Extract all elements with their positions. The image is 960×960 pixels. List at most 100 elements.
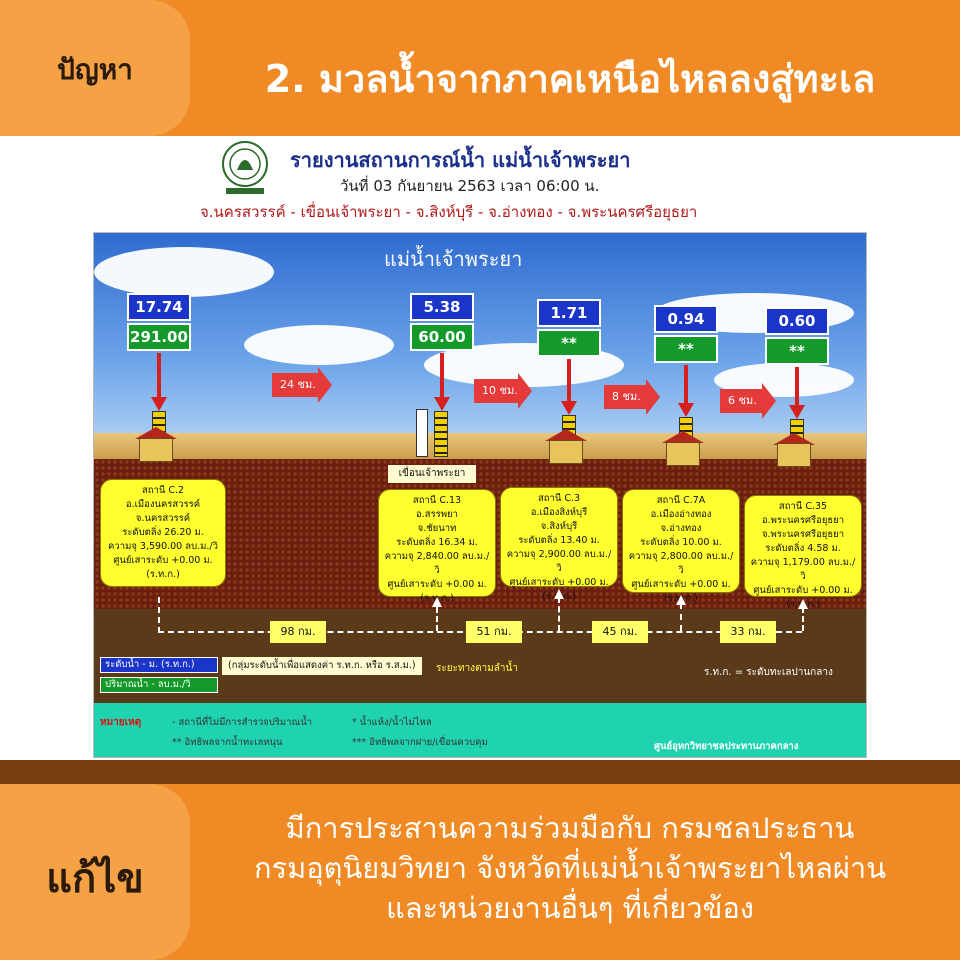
indicator-arrow (151, 397, 167, 411)
header-label: ปัญหา (57, 53, 133, 86)
station-name: สถานี C.2 (141, 485, 185, 496)
separator-band (0, 760, 960, 784)
sand-layer (94, 433, 866, 461)
station-district: อ.สรรพยา (416, 509, 458, 520)
travel-time-arrow: 8 ชม. (604, 379, 660, 415)
station-name: สถานี C.3 (537, 493, 581, 504)
station-capacity: ความจุ 3,590.00 ลบ.ม./วิ (108, 541, 218, 552)
remark-item: *** อิทธิพลจากฝาย/เขื่อนควบคุม (352, 737, 488, 748)
gauge-house (777, 443, 811, 467)
station-capacity: ความจุ 2,900.00 ลบ.ม./วิ (506, 549, 612, 574)
station-bank-level: ระดับตลิ่ง 26.20 ม. (122, 527, 204, 538)
station-province: จ.นครสวรรค์ (135, 513, 191, 524)
station-name: สถานี C.35 (778, 501, 828, 512)
station-flow-box: ** (537, 329, 601, 357)
up-arrow-icon (798, 599, 808, 609)
dam-icon (416, 409, 428, 457)
footer-text: มีการประสานความร่วมมือกับ กรมชลประธาน กร… (200, 808, 940, 928)
travel-time-arrow: 24 ชม. (272, 367, 332, 403)
station-card: สถานี C.7A อ.เมืองอ่างทอง จ.อ่างทอง ระดั… (622, 489, 740, 604)
station-level-box: 0.60 (765, 307, 829, 335)
distance-label: 33 กม. (720, 621, 776, 643)
house-roof (773, 433, 815, 445)
house-roof (662, 431, 704, 443)
distance-path (158, 597, 160, 633)
indicator-line (157, 353, 161, 399)
footer-line: กรมอุตุนิยมวิทยา จังหวัดที่แม่น้ำเจ้าพระ… (253, 851, 887, 885)
house-roof (135, 427, 177, 439)
station-capacity: ความจุ 1,179.00 ลบ.ม./วิ (750, 557, 856, 582)
rid-seal-icon (222, 141, 268, 194)
indicator-arrow (789, 405, 805, 419)
up-arrow-icon (554, 589, 564, 599)
water-gauge (434, 411, 448, 457)
distance-path (802, 607, 804, 631)
station-level-box: 0.94 (654, 305, 718, 333)
station-province: จ.อ่างทอง (660, 523, 702, 534)
indicator-line (684, 365, 688, 405)
station-zero-datum: ศูนย์เสาระดับ +0.00 ม.(ร.ท.ก.) (113, 555, 213, 580)
station-bank-level: ระดับตลิ่ง 13.40 ม. (518, 535, 600, 546)
travel-time-arrow: 10 ชม. (474, 373, 532, 409)
station-flow-box: ** (654, 335, 718, 363)
station-capacity: ความจุ 2,800.00 ลบ.ม./วิ (628, 551, 734, 576)
remark-item: ** อิทธิพลจากน้ำทะเลหนุน (172, 737, 283, 748)
remark-item: - สถานีที่ไม่มีการสำรวจปริมาณน้ำ (172, 717, 313, 728)
header-title: 2. มวลน้ำจากภาคเหนือไหลลงสู่ทะเล (264, 57, 876, 101)
station-capacity: ความจุ 2,840.00 ลบ.ม./วิ (384, 551, 490, 576)
distance-label: 51 กม. (466, 621, 522, 643)
distance-label: 45 กม. (592, 621, 648, 643)
indicator-line (440, 353, 444, 399)
cloud (94, 247, 274, 297)
header-label-tab (0, 0, 190, 136)
station-card: สถานี C.3 อ.เมืองสิงห์บุรี จ.สิงห์บุรี ร… (500, 487, 618, 602)
indicator-arrow (678, 403, 694, 417)
up-arrow-icon (676, 595, 686, 605)
footer-label-tab (0, 784, 190, 960)
remark-heading: หมายเหตุ (100, 717, 142, 728)
legend-flow: ปริมาณน้ำ - ลบ.ม./วิ (100, 677, 218, 693)
gauge-house (139, 438, 173, 462)
station-district: อ.เมืองอ่างทอง (650, 509, 712, 520)
footer-label: แก้ไข (46, 856, 144, 902)
house-roof (545, 429, 587, 441)
station-bank-level: ระดับตลิ่ง 10.00 ม. (640, 537, 722, 548)
station-district: อ.พระนครศรีอยุธยา (761, 515, 845, 526)
station-card: สถานี C.13 อ.สรรพยา จ.ชัยนาท ระดับตลิ่ง … (378, 489, 496, 604)
travel-time-arrow: 6 ชม. (720, 383, 776, 419)
indicator-line (567, 359, 571, 403)
station-province: จ.สิงห์บุรี (540, 521, 578, 532)
station-province: จ.ชัยนาท (417, 523, 457, 534)
station-district: อ.เมืองนครสวรรค์ (125, 499, 201, 510)
station-name: สถานี C.7A (656, 495, 706, 506)
legend-distance: ระยะทางตามลำน้ำ (436, 663, 518, 674)
station-flow-box: 60.00 (410, 323, 474, 351)
distance-label: 98 กม. (270, 621, 326, 643)
river-diagram: แม่น้ำเจ้าพระยา 17.74 291.00 5.38 60.00 … (93, 232, 867, 758)
indicator-arrow (434, 397, 450, 411)
cloud (244, 325, 394, 365)
report-route: จ.นครสวรรค์ - เขื่อนเจ้าพระยา - จ.สิงห์บ… (200, 203, 698, 221)
legend-msl: ร.ท.ก. = ระดับทะเลปานกลาง (704, 667, 833, 678)
up-arrow-icon (432, 597, 442, 607)
indicator-line (795, 367, 799, 407)
remark-item: * น้ำแห้ง/น้ำไม่ไหล (352, 717, 432, 728)
footer-line: และหน่วยงานอื่นๆ ที่เกี่ยวข้อง (386, 891, 754, 925)
station-card: สถานี C.35 อ.พระนครศรีอยุธยา จ.พระนครศรี… (744, 495, 862, 610)
station-level-box: 5.38 (410, 293, 474, 321)
water-report: รายงานสถานการณ์น้ำ แม่น้ำเจ้าพระยา วันที… (0, 136, 960, 760)
distance-path (558, 597, 560, 631)
legend-note: (กลุ่มระดับน้ำเพื่อแสดงค่า ร.ท.ก. หรือ ร… (222, 657, 422, 675)
distance-path (680, 603, 682, 631)
hydrology-center: ศูนย์อุทกวิทยาชลประทานภาคกลาง (654, 741, 799, 752)
report-title: รายงานสถานการณ์น้ำ แม่น้ำเจ้าพระยา (290, 148, 631, 172)
remark-band (94, 703, 866, 757)
distance-path (436, 607, 438, 631)
station-flow-box: 291.00 (127, 323, 191, 351)
scene-title: แม่น้ำเจ้าพระยา (384, 247, 523, 271)
station-province: จ.พระนครศรีอยุธยา (761, 529, 845, 540)
station-bank-level: ระดับตลิ่ง 4.58 ม. (765, 543, 841, 554)
station-flow-box: ** (765, 337, 829, 365)
report-date: วันที่ 03 กันยายน 2563 เวลา 06:00 น. (340, 177, 600, 195)
